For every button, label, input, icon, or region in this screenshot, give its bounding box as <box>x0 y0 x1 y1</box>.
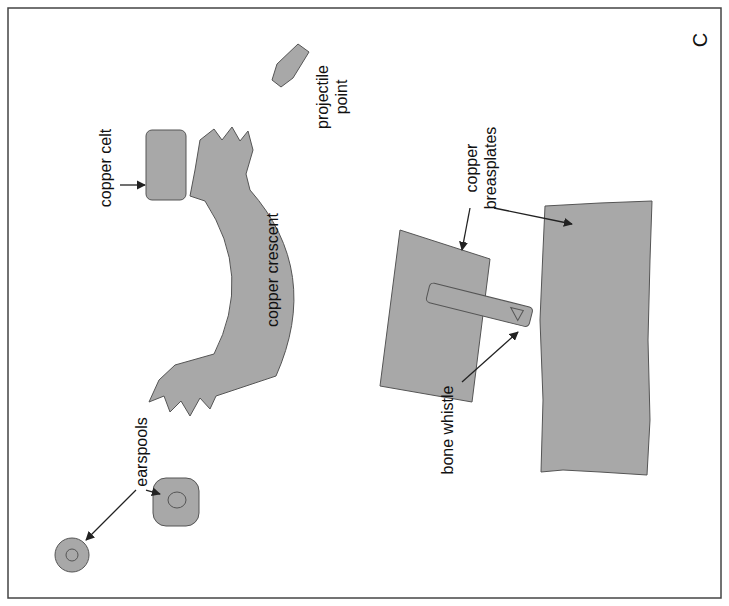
bone-whistle-shape <box>426 282 534 327</box>
leader-arrow <box>120 184 145 185</box>
earspool-hole <box>66 549 78 561</box>
copper-breastplate-shape <box>540 201 652 475</box>
leader-arrow <box>86 490 136 540</box>
part-label: projectile point <box>313 57 351 137</box>
part-label: copper celt <box>96 129 115 207</box>
leader-arrow <box>494 208 572 224</box>
leader-arrow <box>462 332 518 382</box>
earspool-large <box>153 478 199 526</box>
earspool-small <box>55 538 89 572</box>
projectile-point-shape <box>272 44 309 87</box>
leader-arrow <box>146 490 160 494</box>
part-label: earspools <box>132 417 151 486</box>
leader-arrow <box>462 208 470 250</box>
frame <box>8 8 721 598</box>
copper-celt-shape <box>146 130 186 200</box>
part-label: bone whistle <box>438 386 457 475</box>
crescent-shape: copper crescent <box>140 118 330 423</box>
earspool-hole <box>168 492 186 508</box>
panel-letter: C <box>689 33 712 47</box>
part-label: copper breasplates <box>462 123 500 213</box>
crescent-outline <box>140 118 330 423</box>
node-label: copper crescent <box>263 213 282 327</box>
copper-breastplate-shape <box>380 230 490 402</box>
